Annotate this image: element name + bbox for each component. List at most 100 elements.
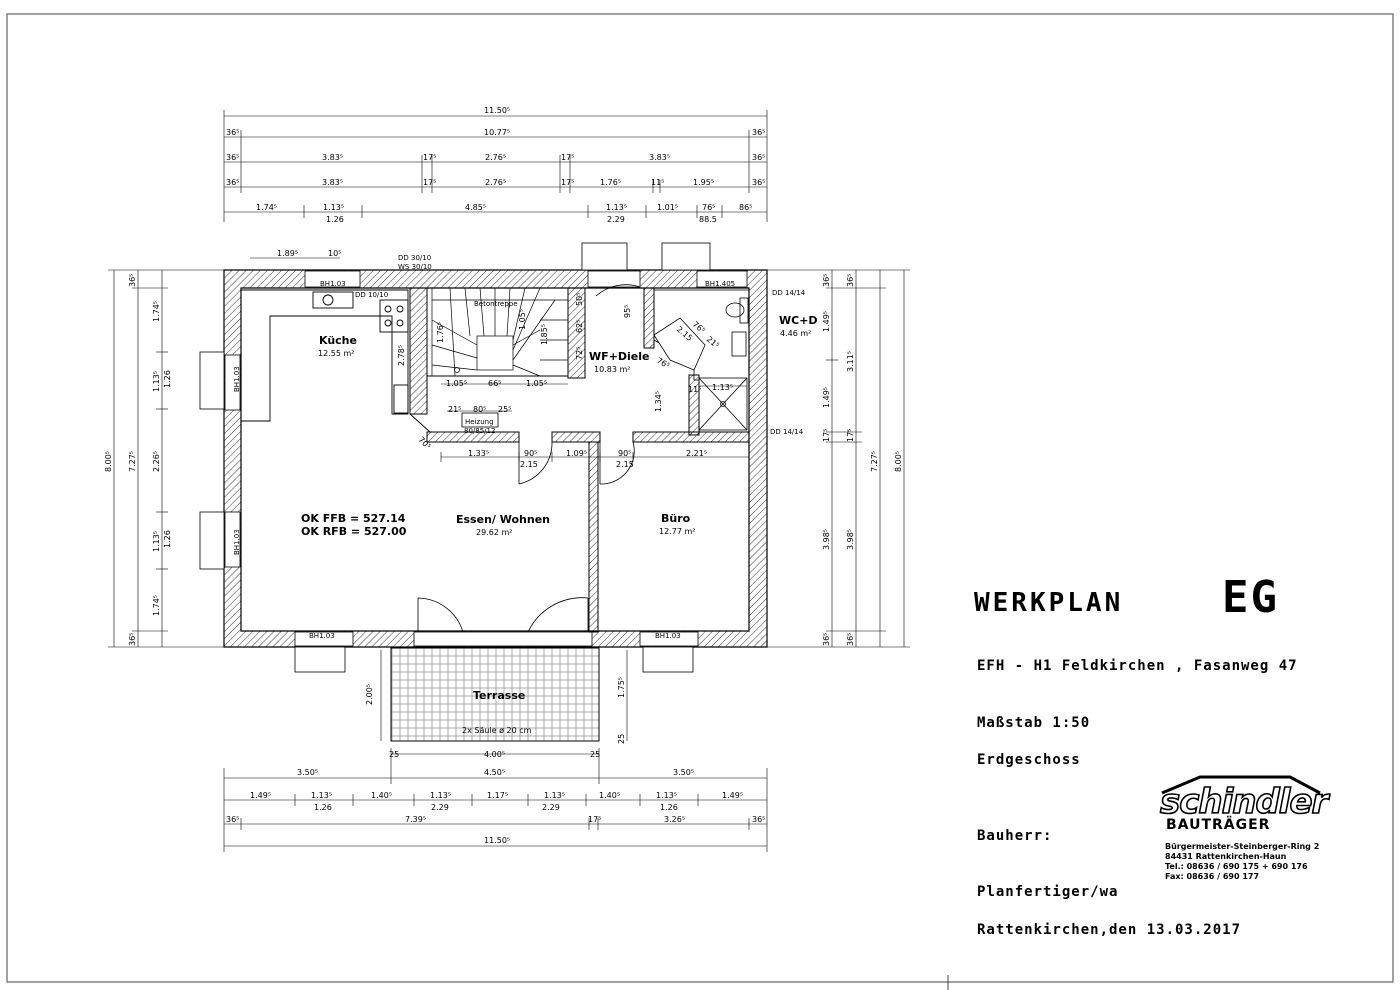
window-label: BH1.405 [705,280,735,288]
dim-bottom: 3.50⁵ [673,768,694,777]
dim-right: 3.11⁵ [846,351,855,372]
dim-inner: 72⁵ [575,347,584,360]
dim-top: 36⁵ [752,153,765,162]
dim-bottom: 1.26 [314,803,332,812]
dim-bottom: 1.13⁵ [311,791,332,800]
dim-right: 3.98⁵ [846,529,855,550]
opening-label: DD 14/14 [770,428,804,436]
dim-bottom: 25 [590,750,600,759]
dim-top: 1.01⁵ [657,203,678,212]
dim-inner: 66⁵ [488,379,501,388]
dim-inner: 50⁵ [575,293,584,306]
stair-label: Betontreppe [474,300,518,308]
window-label: BH1.03 [233,366,241,392]
dim-left: 1.26 [163,370,172,388]
dim-inner: 1.05⁵ [446,379,467,388]
dim-right: 3.98⁵ [822,529,831,550]
scale-line: Maßstab 1:50 [977,715,1091,731]
window-label: BH1.03 [320,280,346,288]
address-line: Tel.: 08636 / 690 175 + 690 176 [1165,862,1308,871]
dim-top: 1.13⁵ [323,203,344,212]
dim-right-overall: 8.00⁵ [894,451,903,472]
dim-inner: 2.15 [616,460,634,469]
room-name-terrasse: Terrasse [473,689,525,702]
dim-top: 11⁵ [651,178,664,187]
roof-logo-icon [1161,775,1321,795]
dim-inner: 25 [617,734,626,744]
dim-inner: 11⁵ [688,385,701,394]
dim-right: 1.49⁵ [822,387,831,408]
doors [417,284,641,633]
dimension-texts: 11.50⁵ 36⁵ 10.77⁵ 36⁵ 36⁵ 3.83⁵ 17⁵ 2.76… [104,106,903,845]
dim-inner: 10⁵ [328,249,341,258]
dim-bottom: 1.17⁵ [487,791,508,800]
exterior-walls [223,269,768,648]
window-label: BH1.03 [655,632,681,640]
dim-left: 1.13⁵ [152,531,161,552]
window-label: BH1.03 [233,529,241,555]
dim-inner: 2.21⁵ [686,449,707,458]
dim-top: 88.5 [699,215,717,224]
dim-bottom: 2.29 [542,803,560,812]
plan-floor: EG [1222,572,1279,623]
dim-bottom: 1.40⁵ [599,791,620,800]
window-sills [199,242,711,673]
dim-top: 2.29 [607,215,625,224]
dim-right: 17⁵ [846,429,855,442]
dim-inner: 80⁵ [473,405,486,414]
dim-right: 36⁵ [846,274,855,287]
dim-bottom: 4.00⁵ [484,750,505,759]
dim-inner: 1.75⁵ [617,677,626,698]
dim-top-overall: 11.50⁵ [484,106,510,115]
terrace [390,647,600,742]
dim-bottom: 1.40⁵ [371,791,392,800]
window-label: BH1.03 [309,632,335,640]
level-line: Erdgeschoss [977,752,1081,768]
hall-boundary [426,375,568,414]
dim-left: 1.74⁵ [152,301,161,322]
dim-top: 17⁵ [423,178,436,187]
company-address: Bürgermeister-Steinberger-Ring 2 84431 R… [1165,842,1319,882]
sheet-frame [6,13,1394,983]
dim-bottom: 1.13⁵ [430,791,451,800]
dim-top: 3.83⁵ [322,153,343,162]
dim-top: 36⁵ [226,178,239,187]
dim-right: 36⁵ [822,633,831,646]
dim-right-mid: 7.27⁵ [870,451,879,472]
dim-bottom: 1.13⁵ [544,791,565,800]
diele-block [653,317,706,371]
project-line: EFH - H1 Feldkirchen , Fasanweg 47 [977,658,1298,674]
room-name-wc: WC+D [779,314,818,327]
dim-left: 36⁵ [128,274,137,287]
heating-box [461,412,499,428]
dim-inner: 2.00⁵ [365,684,374,705]
room-name-diele: WF+Diele [589,350,649,363]
dim-bottom: 7.39⁵ [405,815,426,824]
kitchen-counter [241,289,409,422]
plan-annotations: Betontreppe Heizung 80/85/12 DD 30/10 WS… [233,254,806,640]
opening-label: DD 30/10 [398,254,431,262]
dim-inner: 21⁵ [705,335,721,351]
dim-top: 76⁵ [702,203,715,212]
dim-bottom: 1.49⁵ [722,791,743,800]
planner-line: Planfertiger/wa [977,884,1119,900]
dim-top: 3.83⁵ [322,178,343,187]
dim-bottom: 2.29 [431,803,449,812]
dim-left: 36⁵ [128,633,137,646]
dim-inner: 25⁵ [498,405,511,414]
dim-inner: 21⁵ [448,405,461,414]
level-rfb: OK RFB = 527.00 [301,525,407,538]
dim-inner: 1.09⁵ [566,449,587,458]
room-name-essen: Essen/ Wohnen [456,513,550,526]
dim-top: 17⁵ [561,153,574,162]
address-line: Fax: 08636 / 690 177 [1165,872,1260,881]
dim-right: 1.49⁵ [822,311,831,332]
dim-bottom: 11.50⁵ [484,836,510,845]
dim-top: 36⁵ [226,153,239,162]
company-name: BAUTRÄGER [1166,817,1271,833]
dim-top: 1.13⁵ [606,203,627,212]
opening-label: DD 10/10 [355,291,388,299]
dim-left: 2.26⁵ [152,451,161,472]
dim-bottom: 1.26 [660,803,678,812]
dim-bottom: 1.49⁵ [250,791,271,800]
